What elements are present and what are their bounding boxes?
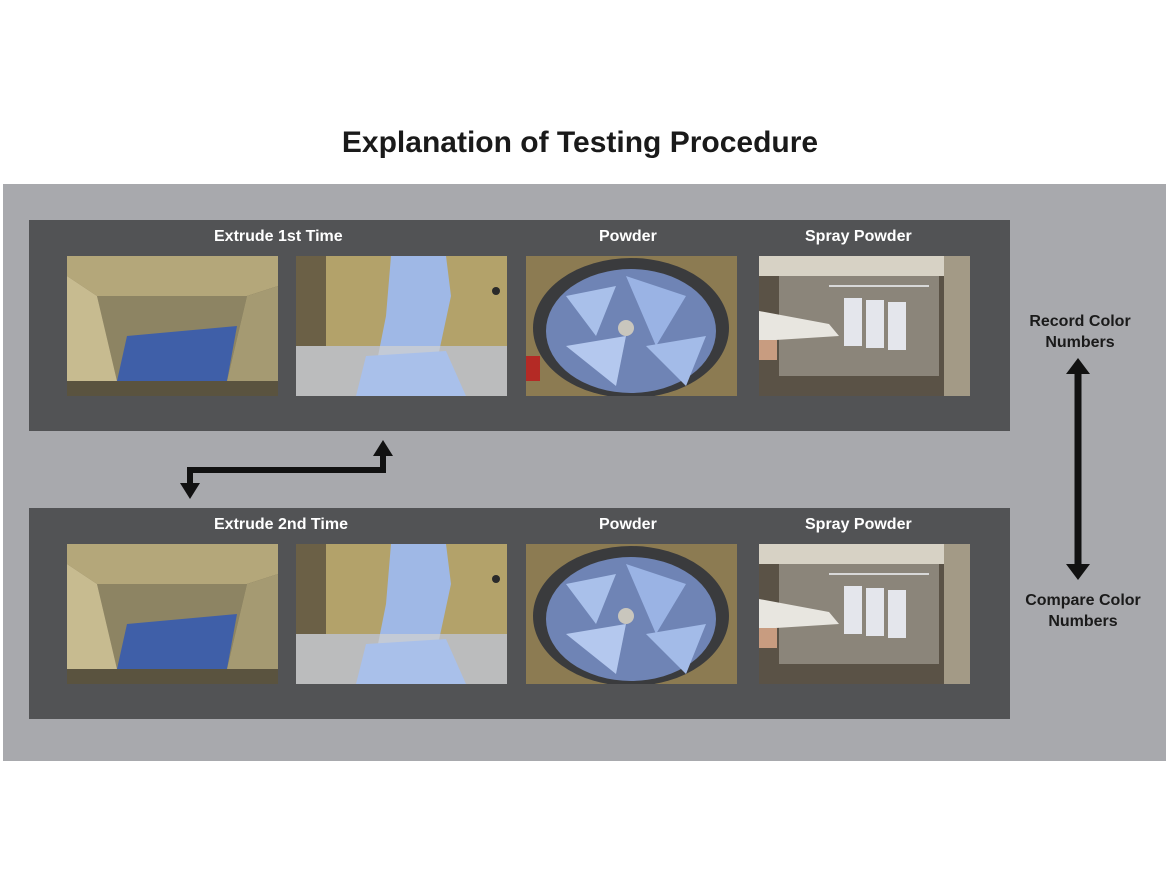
record-color-numbers-label: Record Color Numbers: [1029, 313, 1131, 351]
compare-color-numbers-label: Compare Color Numbers: [1025, 592, 1141, 630]
spray-booth-photo-2: [759, 544, 970, 684]
spray-booth-photo-1: [759, 256, 970, 396]
extruder-hopper-photo-1: [67, 256, 278, 396]
extruded-sheet-photo-1: [296, 256, 507, 396]
extruder-hopper-photo-2: [67, 544, 278, 684]
first-pass-row: Extrude 1st Time Powder Spray Powder: [29, 220, 1010, 431]
powder-label-2: Powder: [599, 516, 657, 533]
extruded-sheet-photo-2: [296, 544, 507, 684]
spray-powder-label-2: Spray Powder: [805, 516, 912, 533]
extrude-1st-label: Extrude 1st Time: [214, 228, 343, 245]
diagram-title: Explanation of Testing Procedure: [341, 126, 819, 159]
powder-label-1: Powder: [599, 228, 657, 245]
extrude-2nd-label: Extrude 2nd Time: [214, 516, 348, 533]
second-pass-row: Extrude 2nd Time Powder Spray Powder: [29, 508, 1010, 719]
grinder-powder-photo-2: [526, 544, 737, 684]
grinder-powder-photo-1: [526, 256, 737, 396]
spray-powder-label-1: Spray Powder: [805, 228, 912, 245]
